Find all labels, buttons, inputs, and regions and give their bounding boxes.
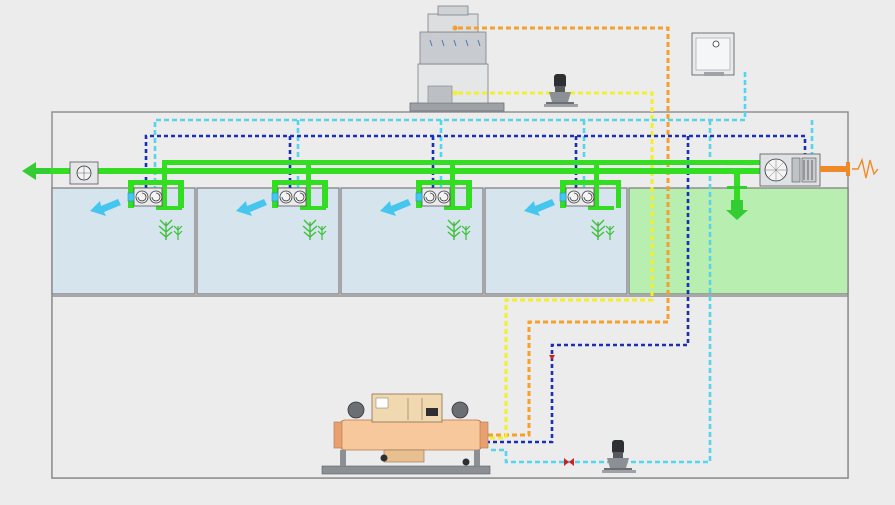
pump-base — [544, 104, 578, 107]
fresh-air-handler-icon — [759, 153, 821, 187]
pump-base — [602, 470, 636, 473]
chilled-water-lines — [144, 72, 814, 464]
chilled-water-return-main — [153, 72, 747, 188]
chilled-water-supply-main — [144, 134, 807, 188]
room-zone-4 — [484, 187, 628, 295]
room-zone-3 — [340, 187, 484, 295]
pump-icon — [546, 74, 574, 105]
green-room-supply-arrow-icon — [726, 186, 748, 220]
arrow-icon — [380, 199, 411, 216]
cooling-tower-icon — [409, 5, 505, 112]
expansion-tank-icon — [691, 32, 735, 76]
room-zone-1 — [51, 187, 196, 295]
exhaust-arrow-icon — [22, 162, 50, 180]
arrow-icon — [236, 199, 267, 216]
cooling-water-return-line — [458, 91, 654, 440]
arrow-icon — [524, 199, 555, 216]
chilled-water-return-riser — [488, 120, 712, 464]
chiller-icon — [321, 393, 491, 475]
outdoor-air-intake — [820, 157, 879, 179]
arrow-icon — [90, 199, 121, 216]
cooling-water-supply-line — [458, 26, 670, 437]
lower-floor — [51, 295, 849, 479]
valve-icon — [549, 355, 574, 466]
chilled-water-supply-riser — [488, 136, 690, 444]
room-zone-2 — [196, 187, 340, 295]
supply-air-arrows — [90, 199, 555, 216]
cooling-water-lines — [458, 26, 670, 440]
exhaust-fan-icon — [69, 161, 99, 185]
